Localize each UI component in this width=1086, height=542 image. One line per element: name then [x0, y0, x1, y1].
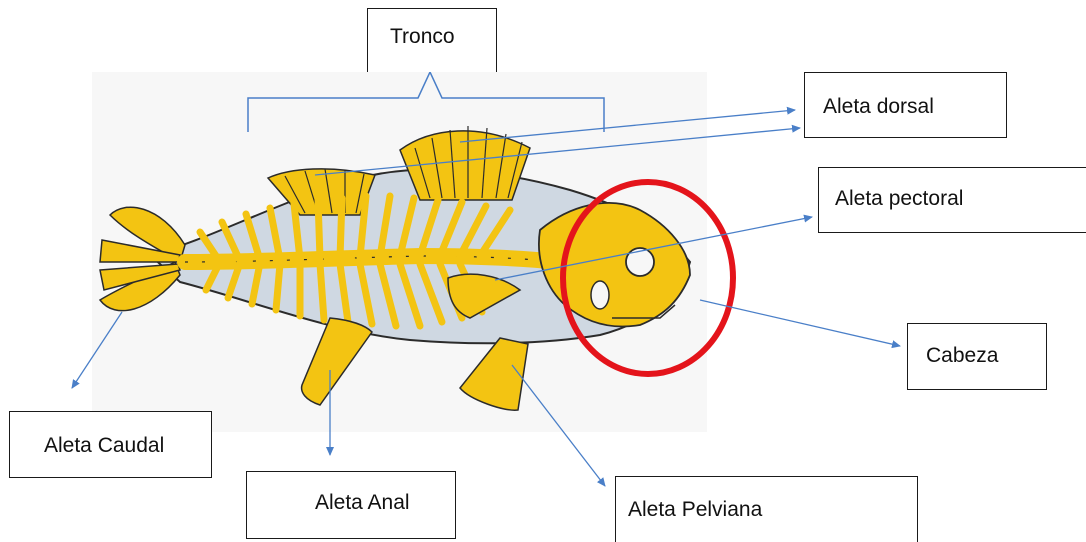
label-aleta-pectoral: Aleta pectoral — [818, 167, 1086, 233]
label-cabeza-text: Cabeza — [926, 344, 998, 368]
label-aleta-dorsal: Aleta dorsal — [804, 72, 1007, 138]
label-aleta-pectoral-text: Aleta pectoral — [835, 187, 963, 211]
label-aleta-dorsal-text: Aleta dorsal — [823, 95, 934, 119]
gill-opening — [591, 281, 609, 309]
label-aleta-anal: Aleta Anal — [246, 471, 456, 539]
arrow-cabeza — [700, 300, 900, 346]
label-aleta-anal-text: Aleta Anal — [315, 491, 410, 515]
label-aleta-pelviana: Aleta Pelviana — [615, 476, 918, 542]
label-tronco-text: Tronco — [390, 25, 455, 49]
eye-socket — [626, 248, 654, 276]
label-aleta-caudal: Aleta Caudal — [9, 411, 212, 478]
label-aleta-pelviana-text: Aleta Pelviana — [628, 498, 762, 522]
label-aleta-caudal-text: Aleta Caudal — [44, 434, 164, 458]
label-tronco: Tronco — [367, 8, 497, 72]
label-cabeza: Cabeza — [907, 323, 1047, 390]
